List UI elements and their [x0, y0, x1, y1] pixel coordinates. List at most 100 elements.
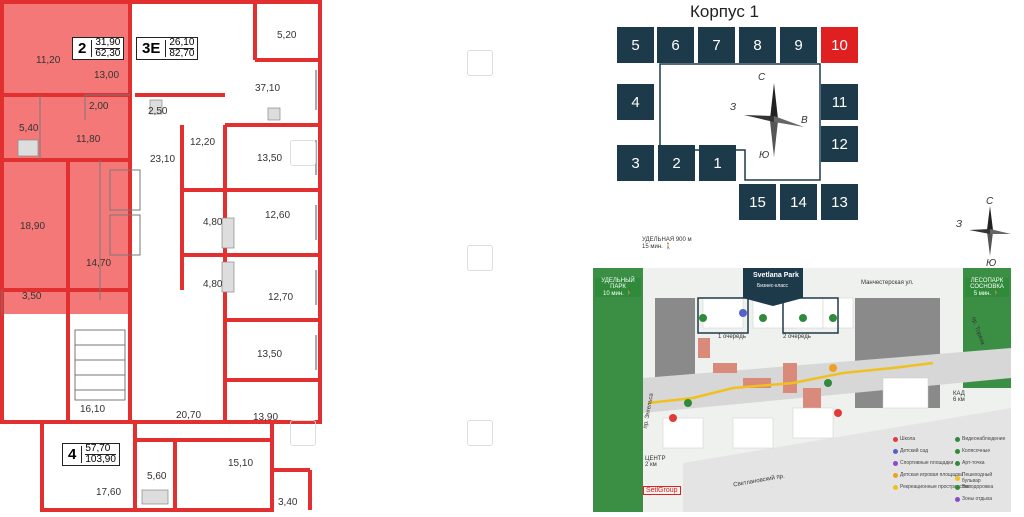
floor-plan-drawing — [0, 0, 322, 512]
brand-subtitle: Бизнес-класс — [757, 283, 789, 289]
section-4[interactable]: 4 — [617, 84, 654, 120]
watermark-icon — [467, 245, 493, 271]
room-area: 2,00 — [89, 101, 109, 112]
room-area: 15,10 — [228, 458, 254, 469]
apartment-tag-3e[interactable]: 3Е 26,10 82,70 — [136, 37, 199, 60]
apartment-number: 3Е — [137, 40, 167, 57]
compass-north: С — [758, 72, 766, 83]
legend-item: Пешеходный бульвар — [955, 472, 1011, 484]
room-area: 13,50 — [257, 349, 283, 360]
courtyard-outline — [659, 63, 821, 181]
legend-item: Рекреационные пространства — [893, 484, 970, 490]
room-area: 5,20 — [277, 30, 297, 41]
room-area: 14,70 — [86, 258, 112, 269]
room-area: 5,40 — [19, 123, 39, 134]
legend-item: Видеонаблюдение — [955, 436, 1005, 442]
living-area: 26,10 — [169, 37, 195, 48]
queue-1-label: 1 очередь — [718, 334, 746, 340]
kad-direction: КАД 6 км — [953, 391, 965, 403]
room-area: 13,50 — [257, 153, 283, 164]
left-park-time: 10 мин. 🚶 — [603, 291, 633, 297]
apartment-tag-2[interactable]: 2 31,90 62,30 — [72, 37, 125, 60]
legend-item: Арт-точка — [955, 460, 985, 466]
left-park-name: УДЕЛЬНЫЙ ПАРК — [601, 278, 635, 290]
room-area: 11,80 — [76, 134, 101, 145]
section-7[interactable]: 7 — [698, 27, 735, 63]
room-area: 12,60 — [265, 210, 291, 221]
compass-small-north: С — [986, 196, 994, 207]
section-13[interactable]: 13 — [821, 184, 858, 220]
street-manchesterskaya: Манчестерская ул. — [861, 280, 914, 286]
right-park-name: ЛЕСОПАРК СОСНОВКА — [970, 278, 1004, 290]
section-8[interactable]: 8 — [739, 27, 776, 63]
floor-plan: 2 31,90 62,30 3Е 26,10 82,70 4 57,70 103… — [0, 0, 330, 512]
section-12[interactable]: 12 — [821, 126, 858, 162]
rest-zone-icon — [955, 496, 960, 502]
apartment-tag-4[interactable]: 4 57,70 103,90 — [62, 443, 120, 466]
section-6[interactable]: 6 — [657, 27, 694, 63]
room-area: 12,70 — [268, 292, 294, 303]
section-1[interactable]: 1 — [699, 145, 736, 181]
legend-item: Колясочные — [955, 448, 990, 454]
section-9[interactable]: 9 — [780, 27, 817, 63]
queue-2-label: 2 очередь — [783, 334, 811, 340]
recreation-icon — [893, 484, 898, 490]
compass-west: З — [730, 102, 737, 113]
section-11[interactable]: 11 — [821, 84, 858, 120]
section-5[interactable]: 5 — [617, 27, 654, 63]
compass-small-west: З — [956, 219, 963, 230]
legend-item: Велодорожка — [955, 484, 993, 490]
living-area: 57,70 — [85, 443, 111, 454]
legend-item: Детский сад — [893, 448, 928, 454]
section-3[interactable]: 3 — [617, 145, 654, 181]
room-area: 2,50 — [148, 106, 168, 117]
brand-name: Svetlana Park — [753, 272, 799, 279]
stroller-icon — [955, 448, 960, 454]
room-area: 12,20 — [190, 137, 216, 148]
total-area: 82,70 — [169, 48, 195, 59]
station-time: 15 мин. 🚶 — [642, 244, 672, 250]
right-park-time: 5 мин. 🚶 — [973, 291, 1001, 297]
section-14[interactable]: 14 — [780, 184, 817, 220]
living-area: 31,90 — [95, 37, 121, 48]
watermark-icon — [290, 420, 316, 446]
room-area: 23,10 — [150, 154, 176, 165]
compass-south: Ю — [759, 150, 770, 161]
section-10-selected[interactable]: 10 — [821, 27, 858, 63]
center-direction: ЦЕНТР 2 км — [645, 456, 665, 468]
room-area: 3,40 — [278, 497, 298, 508]
art-point-icon — [955, 460, 960, 466]
legend-item: Зоны отдыха — [955, 496, 992, 502]
watermark-icon — [467, 50, 493, 76]
room-area: 11,20 — [36, 55, 61, 66]
camera-icon — [955, 436, 960, 442]
compass-icon — [744, 83, 804, 157]
kindergarten-icon — [893, 448, 898, 454]
section-15[interactable]: 15 — [739, 184, 776, 220]
watermark-icon — [467, 420, 493, 446]
room-area: 4,80 — [203, 217, 223, 228]
legend-item: Детская игровая площадка — [893, 472, 963, 478]
boulevard-icon — [955, 475, 960, 481]
room-area: 20,70 — [176, 410, 202, 421]
room-area: 16,10 — [80, 404, 106, 415]
room-area: 5,60 — [147, 471, 167, 482]
section-2[interactable]: 2 — [658, 145, 695, 181]
site-map[interactable]: УДЕЛЬНЫЙ ПАРК 10 мин. 🚶 ЛЕСОПАРК СОСНОВК… — [593, 268, 1011, 512]
kad-distance: 6 км — [953, 397, 965, 403]
building-title: Корпус 1 — [690, 2, 760, 21]
apartment-number: 4 — [63, 446, 83, 463]
sport-icon — [893, 460, 898, 466]
station-label: УДЕЛЬНАЯ 900 м 15 мин. 🚶 — [642, 237, 692, 250]
bike-lane-icon — [955, 484, 960, 490]
legend-item: Спортивные площадки — [893, 460, 953, 466]
udelny-park-label: УДЕЛЬНЫЙ ПАРК 10 мин. 🚶 — [595, 278, 641, 297]
room-area: 4,80 — [203, 279, 223, 290]
sosnovka-park-label: ЛЕСОПАРК СОСНОВКА 5 мин. 🚶 — [965, 278, 1009, 297]
total-area: 62,30 — [95, 48, 121, 59]
room-area: 37,10 — [255, 83, 281, 94]
watermark-icon — [290, 140, 316, 166]
developer-logo: SetlGroup — [643, 486, 681, 495]
center-label: ЦЕНТР — [645, 456, 666, 462]
legend-item: Школа — [893, 436, 915, 442]
